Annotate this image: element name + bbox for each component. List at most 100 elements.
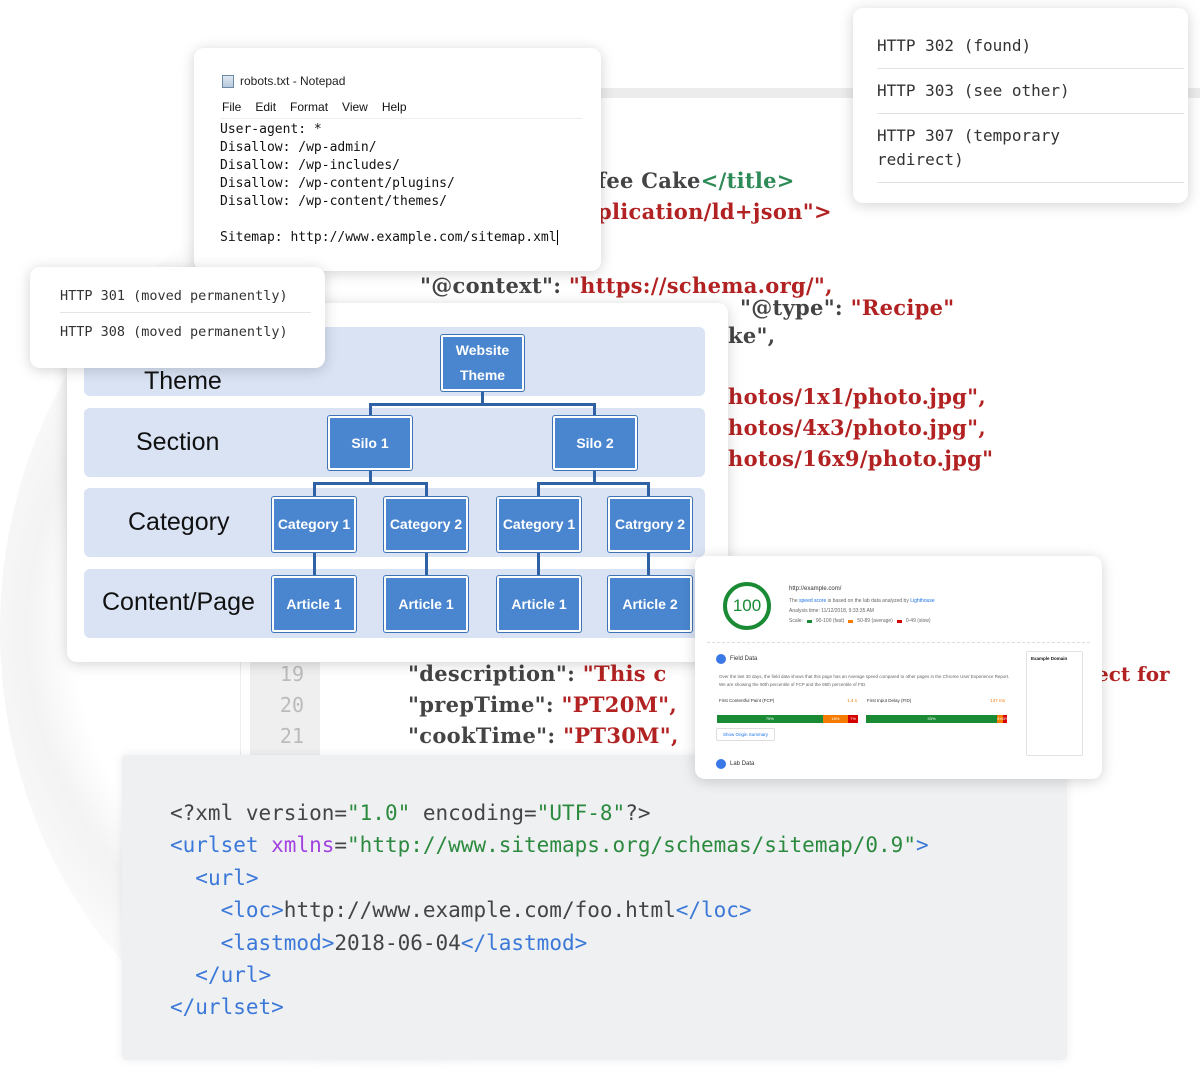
notepad-icon [222, 74, 234, 88]
code-line: fee Cake</title> [597, 168, 795, 193]
fast-segment: 75% [717, 715, 823, 723]
code-line: "@context": "https://schema.org/", [420, 273, 833, 298]
menu-view[interactable]: View [342, 100, 368, 114]
code-token: http://www.example.com/foo.html [283, 898, 676, 923]
notepad-text-area[interactable]: User-agent: * Disallow: /wp-admin/ Disal… [220, 118, 582, 247]
average-segment: 4% [997, 715, 1003, 723]
average-segment: 18% [822, 715, 849, 723]
connector [537, 482, 540, 496]
score-description: The speed score is based on the lab data… [789, 598, 935, 604]
node-website-theme: Website Theme [441, 335, 524, 391]
line-number-gutter [250, 655, 320, 755]
fcp-metric: First Contentful Paint (FCP)1.4 s [719, 698, 857, 703]
permanent-redirects-card: HTTP 301 (moved permanently) HTTP 308 (m… [30, 267, 325, 368]
field-data-title: Field Data [730, 656, 758, 662]
node-silo-1: Silo 1 [328, 416, 412, 470]
node-article: Article 1 [497, 576, 581, 632]
sitemap-code-line: <loc>http://www.example.com/foo.html</lo… [170, 894, 929, 926]
line-number: 19 [279, 662, 304, 686]
sitemap-code-line: <?xml version="1.0" encoding="UTF-8"?> [170, 797, 929, 829]
slow-segment: 7% [848, 715, 858, 723]
robots-txt-content: User-agent: * Disallow: /wp-admin/ Disal… [220, 122, 557, 245]
line-number: 20 [279, 693, 304, 717]
connector [313, 482, 316, 496]
score-scale: Scale: 90-100 (fast) 50-89 (average) 0-4… [789, 618, 931, 624]
code-line: "@type": "Recipe" [740, 295, 955, 320]
notepad-window: robots.txt - Notepad File Edit Format Vi… [194, 48, 601, 271]
connector [593, 470, 596, 484]
menu-format[interactable]: Format [290, 100, 329, 114]
analysis-time: Analysis time: 11/12/2018, 9:33:35 AM [789, 608, 874, 614]
text-caret [556, 230, 558, 245]
site-hierarchy-diagram: Theme Section Category Content/Page Webs… [67, 303, 728, 662]
window-title: robots.txt - Notepad [240, 74, 346, 88]
fast-segment: 93% [866, 715, 998, 723]
code-line: "prepTime": "PT20M", [408, 692, 678, 717]
code-token: <?xml version= [170, 801, 348, 825]
redirect-302: HTTP 302 (found) [877, 24, 1184, 69]
sitemap-code-line: </url> [170, 959, 929, 991]
code-token: 2018-06-04 [334, 930, 461, 955]
connector [369, 470, 372, 484]
code-token: > [915, 833, 929, 858]
redirect-303: HTTP 303 (see other) [877, 69, 1184, 114]
code-token [170, 898, 221, 922]
fid-distribution-bar: 93% 4% 3% [866, 715, 1009, 723]
code-token: <lastmod> [220, 930, 335, 955]
code-token: = [334, 833, 348, 858]
redirect-307: HTTP 307 (temporary redirect) [877, 114, 1184, 183]
connector [425, 552, 428, 576]
redirect-codes-card: HTTP 302 (found) HTTP 303 (see other) HT… [853, 8, 1188, 203]
field-data-description: Over the last 30 days, the field data sh… [719, 674, 1010, 687]
code-token: </urlset> [170, 995, 284, 1020]
lab-data-title: Lab Data [730, 761, 755, 767]
average-swatch [848, 619, 854, 623]
code-token: "UTF-8" [536, 801, 626, 825]
node-category: Category 2 [384, 497, 468, 552]
connector [481, 391, 484, 405]
row-label: Category [128, 508, 230, 536]
code-token: </loc> [675, 898, 752, 923]
connector [425, 482, 428, 496]
sitemap-code-block: <?xml version="1.0" encoding="UTF-8"?><u… [170, 797, 929, 1024]
fast-swatch [806, 619, 812, 623]
fcp-distribution-bar: 75% 18% 7% [717, 715, 858, 723]
connector [647, 552, 650, 576]
field-data-icon [716, 654, 726, 664]
code-token [170, 866, 195, 890]
code-token: <url> [195, 865, 259, 890]
code-line: hotos/1x1/photo.jpg", [728, 384, 987, 409]
node-article: Article 1 [384, 576, 468, 632]
lighthouse-link[interactable]: Lighthouse [910, 598, 935, 604]
node-category: Category 1 [272, 497, 356, 552]
code-line: hotos/4x3/photo.jpg", [728, 415, 987, 440]
notepad-titlebar: robots.txt - Notepad [222, 74, 345, 88]
sitemap-code-line: <urlset xmlns="http://www.sitemaps.org/s… [170, 829, 929, 861]
menu-file[interactable]: File [222, 100, 242, 114]
row-label: Theme [144, 367, 222, 395]
show-origin-summary-button[interactable]: Show Origin Summary [716, 728, 776, 741]
node-category: Catrgory 2 [608, 497, 692, 552]
node-silo-2: Silo 2 [553, 416, 637, 470]
speed-score-link[interactable]: speed score [799, 598, 827, 604]
thumbnail-title: Example Domain [1031, 656, 1068, 661]
row-label: Section [136, 428, 220, 456]
redirect-308: HTTP 308 (moved permanently) [60, 324, 288, 340]
connector [369, 403, 596, 406]
code-token: <loc> [220, 898, 284, 923]
connector [537, 552, 540, 576]
sitemap-xml-code: <?xml version="1.0" encoding="UTF-8"?><u… [122, 755, 1067, 1060]
menu-help[interactable]: Help [381, 100, 407, 114]
connector [369, 403, 372, 417]
divider [707, 642, 1090, 643]
connector [537, 482, 650, 485]
node-category: Category 1 [497, 497, 581, 552]
node-article: Article 2 [608, 576, 692, 632]
code-token: "http://www.sitemaps.org/schemas/sitemap… [347, 833, 916, 858]
pagespeed-report: 100 http://example.com/ The speed score … [695, 556, 1102, 779]
code-token: xmlns [271, 833, 335, 858]
menu-edit[interactable]: Edit [255, 100, 277, 114]
performance-score: 100 [723, 582, 771, 630]
redirect-301: HTTP 301 (moved permanently) [60, 277, 311, 313]
page-screenshot-thumbnail: Example Domain [1026, 651, 1083, 756]
